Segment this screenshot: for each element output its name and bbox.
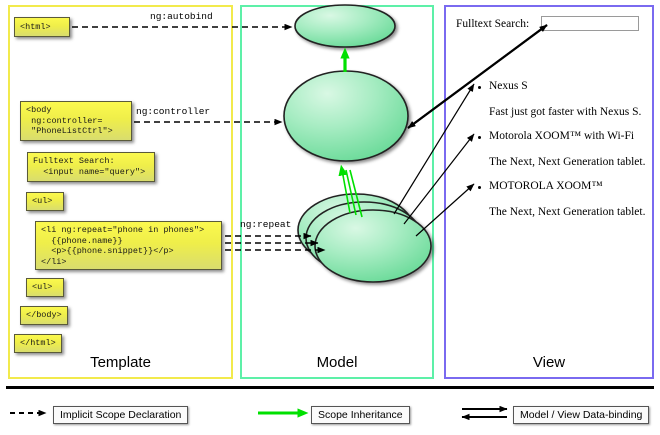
view-item-title-2: MOTOROLA XOOM™	[489, 180, 603, 192]
legend-divider	[6, 386, 654, 389]
template-box-body-open: <body ng:controller= "PhoneListCtrl">	[20, 101, 132, 141]
view-item-snippet-0: Fast just got faster with Nexus S.	[489, 106, 642, 118]
column-label-template: Template	[90, 354, 151, 371]
view-item-snippet-1: The Next, Next Generation tablet.	[489, 156, 646, 168]
connector-label-ng-repeat: ng:repeat	[240, 219, 292, 230]
view-bullet-0	[478, 86, 481, 89]
column-label-view: View	[532, 354, 566, 371]
column-model: Model	[240, 5, 434, 379]
view-search-input[interactable]	[541, 16, 639, 31]
template-box-fulltext-search: Fulltext Search: <input name="query">	[27, 152, 155, 182]
column-view: View	[444, 5, 654, 379]
scope-prop-phones: phones: Array	[296, 135, 371, 146]
view-bullet-1	[478, 136, 481, 139]
view-item-title-1: Motorola XOOM™ with Wi-Fi	[489, 130, 635, 142]
legend-marker-double-arrow	[461, 405, 508, 421]
scope-prop-phone: phone: Object	[339, 252, 414, 263]
scope-title-root: Root Scope	[331, 10, 361, 34]
connector-label-ng-controller: ng:controller	[136, 106, 211, 117]
view-search-label: Fulltext Search:	[456, 18, 530, 30]
template-box-html-open: <html>	[14, 17, 70, 37]
column-label-model: Model	[316, 354, 358, 371]
connector-label-ng-autobind: ng:autobind	[150, 11, 213, 22]
scope-title-repeater: Repeater Scope	[353, 221, 397, 245]
template-box-body-close: </body>	[20, 306, 68, 325]
template-box-ul-open: <ul>	[26, 192, 64, 211]
scope-prop-query: query: String	[296, 124, 371, 135]
template-box-ul-close: <ul>	[26, 278, 64, 297]
scope-title-phonelistctrl: PhoneListCtrl Scope	[314, 88, 378, 112]
legend-label-scope-inheritance: Scope Inheritance	[311, 406, 410, 424]
legend-label-model-view-data-binding: Model / View Data-binding	[513, 406, 650, 424]
template-box-html-close: </html>	[14, 334, 62, 353]
view-item-title-0: Nexus S	[489, 80, 528, 92]
template-box-li-repeat: <li ng:repeat="phone in phones"> {{phone…	[35, 221, 222, 270]
legend-label-implicit-scope-declaration: Implicit Scope Declaration	[53, 406, 189, 424]
view-bullet-2	[478, 186, 481, 189]
view-item-snippet-2: The Next, Next Generation tablet.	[489, 206, 646, 218]
